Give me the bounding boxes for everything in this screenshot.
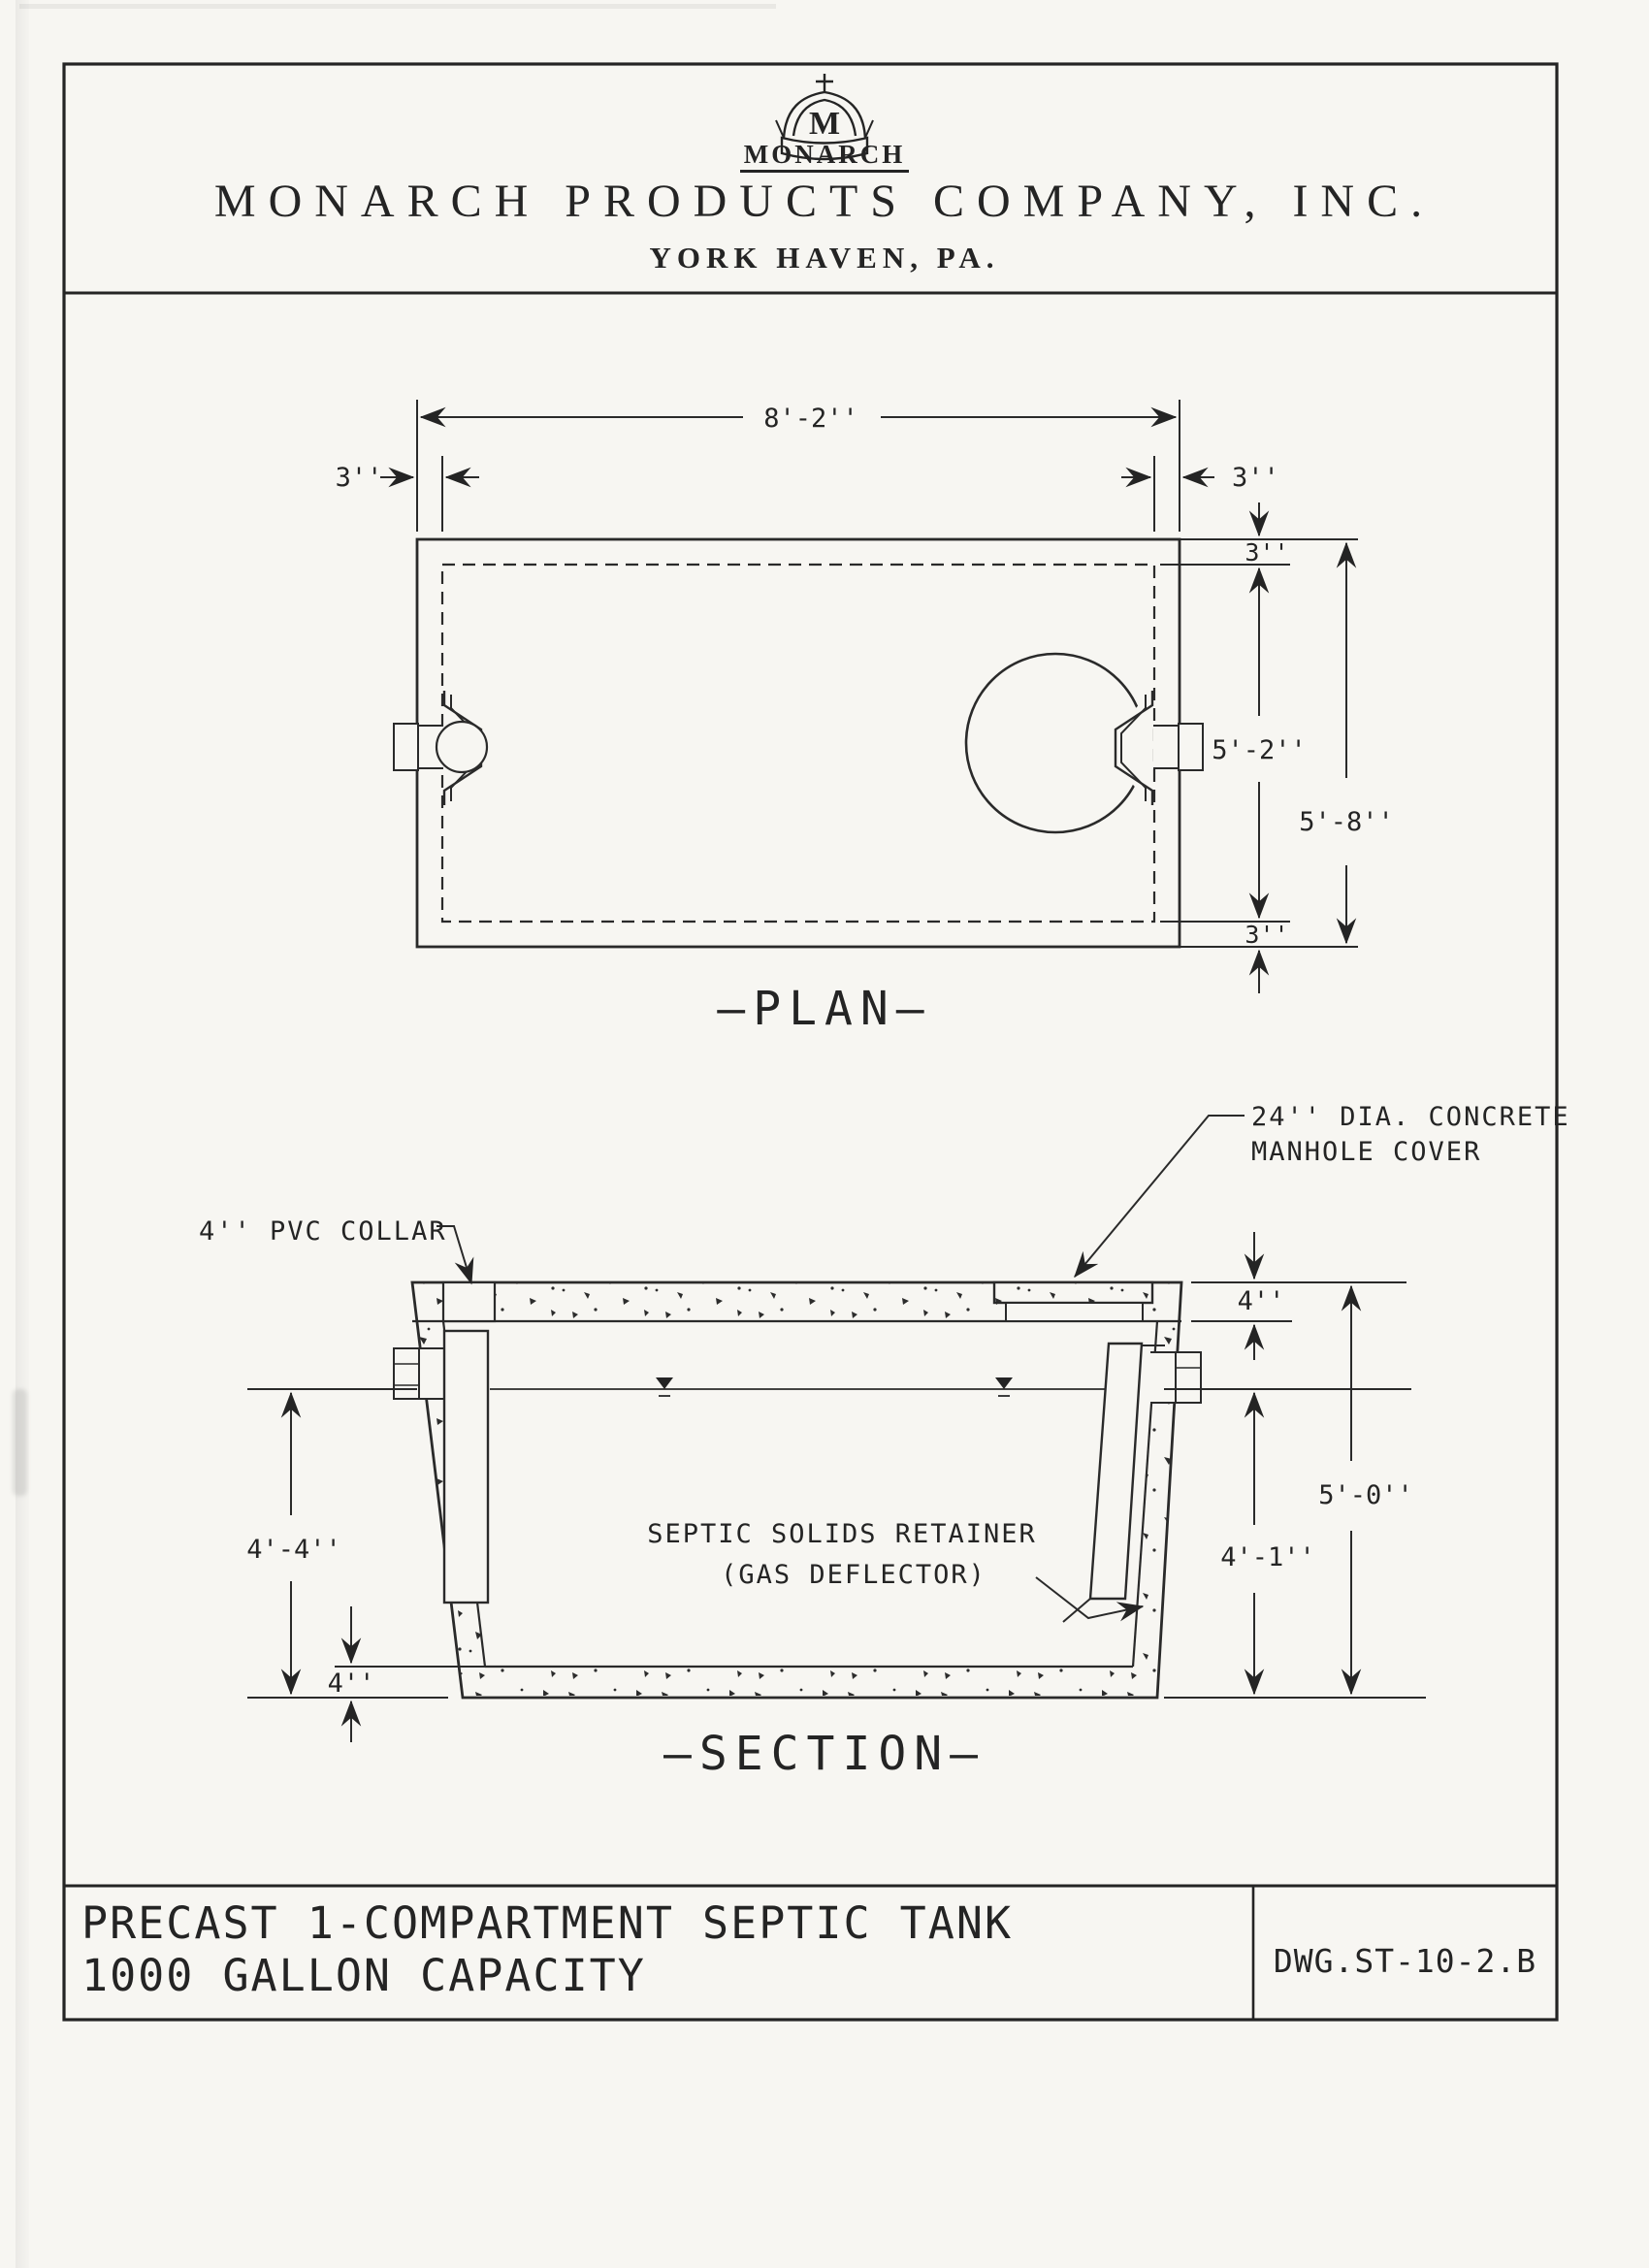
title-block-line2: 1000 GALLON CAPACITY bbox=[81, 1950, 646, 2001]
section-dim-water-right: 4'-1'' bbox=[1220, 1542, 1315, 1572]
section-pvc-collar bbox=[441, 1280, 497, 1323]
company-name: MONARCH PRODUCTS COMPANY, INC. bbox=[213, 176, 1436, 227]
note-retainer-line2: (GAS DEFLECTOR) bbox=[721, 1560, 986, 1590]
section-dim-water-left: 4'-4'' bbox=[246, 1535, 341, 1565]
title-block-line1: PRECAST 1-COMPARTMENT SEPTIC TANK bbox=[81, 1897, 1014, 1949]
logo-wordmark: MONARCH bbox=[0, 140, 1649, 173]
plan-dim-wall-top: 3'' bbox=[1245, 538, 1288, 567]
monarch-crown-logo: M bbox=[775, 74, 874, 161]
section-inlet-baffle bbox=[442, 1329, 490, 1604]
plan-dim-wall-right: 3'' bbox=[1232, 463, 1279, 493]
plan-inlet-fitting bbox=[393, 691, 489, 805]
svg-text:M: M bbox=[809, 106, 840, 142]
note-manhole-line1: 24'' DIA. CONCRETE bbox=[1251, 1102, 1570, 1132]
section-view bbox=[247, 1115, 1426, 1742]
leader-gas-deflector bbox=[1035, 1576, 1145, 1622]
section-dim-slab: 4'' bbox=[1238, 1286, 1285, 1316]
section-dim-overall: 5'-0'' bbox=[1318, 1480, 1413, 1510]
plan-dim-outer-height: 5'-8'' bbox=[1299, 807, 1394, 837]
leader-pvc-collar bbox=[436, 1225, 474, 1285]
company-location: YORK HAVEN, PA. bbox=[649, 241, 1000, 275]
section-tank-outline bbox=[410, 1280, 1183, 1700]
section-outlet-pipe bbox=[1150, 1351, 1202, 1404]
plan-dim-wall-left: 3'' bbox=[336, 463, 383, 493]
scan-streak bbox=[16, 0, 29, 2268]
plan-dim-inner-height: 5'-2'' bbox=[1212, 735, 1307, 765]
drawing-number: DWG.ST-10-2.B bbox=[1273, 1942, 1537, 1980]
plan-outlet-fitting bbox=[1114, 691, 1204, 805]
note-retainer-line1: SEPTIC SOLIDS RETAINER bbox=[647, 1519, 1037, 1549]
section-manhole-cover bbox=[992, 1280, 1154, 1322]
scan-smudge bbox=[13, 1389, 27, 1496]
logo-wordmark-text: MONARCH bbox=[739, 140, 910, 173]
plan-label: —PLAN— bbox=[717, 982, 931, 1036]
section-label: —SECTION— bbox=[663, 1727, 986, 1781]
note-pvc-collar: 4'' PVC COLLAR bbox=[199, 1216, 447, 1247]
section-water-line bbox=[490, 1377, 1106, 1397]
plan-dim-wall-bottom: 3'' bbox=[1245, 921, 1288, 949]
plan-view bbox=[380, 400, 1358, 993]
section-dim-floor: 4'' bbox=[328, 1669, 375, 1699]
leader-manhole-cover bbox=[1074, 1115, 1245, 1279]
section-gas-deflector bbox=[1062, 1342, 1165, 1623]
plan-dim-width: 8'-2'' bbox=[763, 404, 858, 434]
scan-streak bbox=[19, 4, 776, 9]
sheet-frame bbox=[62, 62, 1559, 2022]
note-manhole-line2: MANHOLE COVER bbox=[1251, 1137, 1481, 1167]
